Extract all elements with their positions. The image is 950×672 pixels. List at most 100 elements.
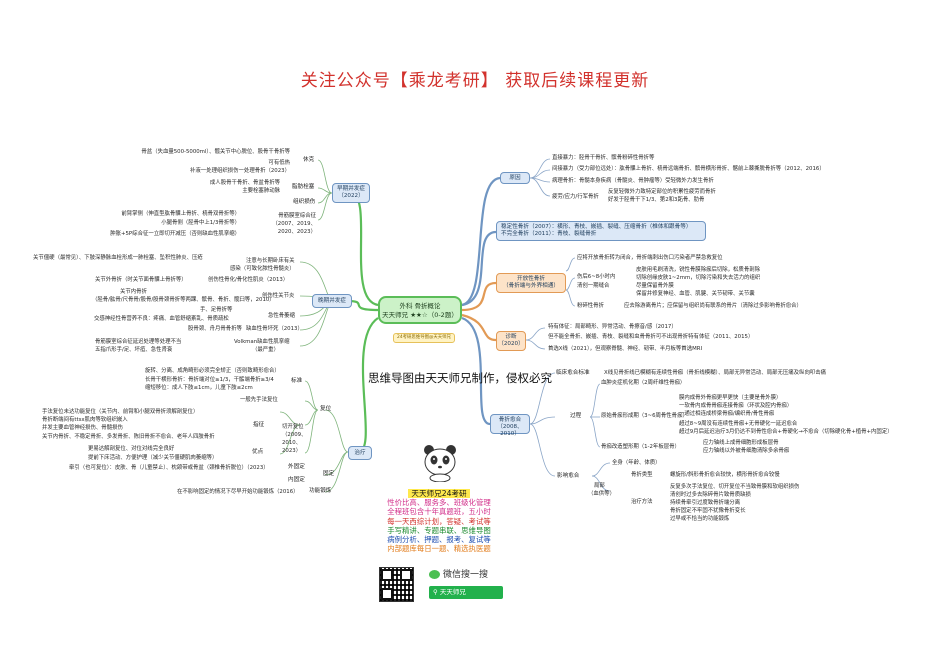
- early-compart-item: 肿胀+5P综合征一立即切开减压（否则缺血性肌挛缩）: [110, 231, 240, 237]
- diag-item: 特有体征：局部畸形、异常活动、骨擦音/感（2017）: [548, 324, 677, 330]
- early-shock-item: 可有低热: [268, 160, 290, 166]
- promo-head: 天天师兄24考研: [408, 489, 470, 499]
- promo-block: 天天师兄24考研 性价比高、服务多、班级化管理 全程班包含十年真题班，五小时 每…: [369, 489, 509, 553]
- promo-line: 全程班包含十年真题班，五小时: [387, 507, 491, 517]
- heal-standard-text: X线见骨折线已模糊有连续性骨痂（骨折线模糊）、局部无异常活动、局部无压痛及纵向叩…: [604, 370, 827, 376]
- late-item: Volkman缺血性肌挛缩: [234, 339, 290, 345]
- wechat-search-box[interactable]: ⚲ 天天师兄: [429, 586, 503, 599]
- stable-line: 不完全骨折（2011）：青枝、裂缝骨折: [501, 231, 597, 237]
- heal-whole: 全身（年龄、体质）: [612, 460, 661, 466]
- heal-method-item: 清创时过多去除碎骨片致骨质缺损: [670, 492, 751, 498]
- open-subitem: 皮肤用毛刷清洗，锐性骨膜除痂后切除，松质骨剖除: [636, 267, 760, 273]
- heal-phase: 骨痂改造塑形期（1-2年板层骨）: [601, 444, 680, 450]
- line-heal: [461, 316, 491, 426]
- open-subitem: 应去除游离骨片；应保留与组织尚有联系的骨片（清除过多影响骨折愈合）: [624, 303, 802, 309]
- early-fat-item: 成人股骨干骨折、骨盆骨折等: [209, 180, 280, 186]
- promo-line: 病例分析、押题、报考、复试等: [387, 535, 491, 545]
- open-sublabel: （骨折端与外界相通）: [503, 283, 559, 289]
- late-item: 关节外骨折（时关节面骨髁上骨折等）: [95, 277, 187, 283]
- early-compart-label: 骨筋膜室综合征: [278, 213, 316, 219]
- early-compart-item: 前臂掌侧（伸直型肱骨髁上骨折、桡骨双骨折等）: [121, 211, 240, 217]
- treat-indic-item: 手法复位未达功能复位（关节内、前臂和小腿双骨折须解剖复位）: [42, 409, 199, 415]
- open-item: 粉碎性骨折: [577, 303, 604, 309]
- early-shock-label: 休克: [303, 157, 315, 163]
- treat-adv-label: 优点: [252, 449, 264, 455]
- late-item: 交感神经性骨营养不良：疼痛、血管舒缩紊乱、骨质疏松: [94, 316, 229, 322]
- late-item: 创伤性关节炎: [262, 293, 295, 299]
- treat-fix-label: 固定: [323, 471, 335, 477]
- open-subitem: 切除创缘皮肤1~2mm，切除污染和失去活力的组织: [636, 275, 761, 281]
- line-diag: [461, 313, 497, 342]
- early-fat-label: 脂肪栓塞: [292, 184, 315, 190]
- promo-line: 每一天西综计划，答疑、考试等: [387, 516, 491, 526]
- open-item: 应将开放骨折转为闭合，骨折端刺出伤口污染者严禁急救复位: [577, 255, 723, 261]
- panda-mascot: [424, 445, 456, 482]
- early-tissue-label: 组织损伤: [293, 199, 316, 205]
- treat-functional: 一般先手法复位: [240, 397, 278, 403]
- heal-phase-item: 应力轴线以外被骨细胞清除多余骨痂: [703, 448, 790, 454]
- banner-title: 关注公众号【乘龙考研】 获取后续课程更新: [300, 71, 650, 91]
- open-item: 清创一期缝合: [577, 283, 610, 289]
- treat-open-years: 2023）: [282, 448, 302, 454]
- center-tag: 24考研思维导图@天天师兄: [393, 333, 455, 343]
- heal-method-item: 骨折固定不牢固不犹豫骨折变长: [670, 508, 746, 514]
- heal-label: 骨折愈合: [498, 417, 522, 423]
- line-cause: [461, 176, 501, 307]
- node-stable: 稳定性骨折（2007）：横形、青枝、嵌插、裂缝、压缩骨折（椎体和跟骨等） 不完全…: [496, 221, 706, 241]
- treat-adv-item: 更易达解剖复位、对位对线完全良好: [88, 446, 175, 452]
- cause-item: 间接暴力（受力部位远处）：肱骨髁上骨折、桡骨远端骨折、髌骨横形骨折、髂前上棘撕脱…: [552, 166, 825, 172]
- treat-adv-item: 提前下床活动、方便护理（减少关节僵硬肌肉萎缩等）: [88, 455, 218, 461]
- cause-subitem: 反复轻微外力致特定部位的积累性疲劳而骨折: [608, 189, 716, 195]
- treat-indic-item: 关节内骨折、不稳定骨折、多发骨折、陈旧骨折不愈合、老年人四肢骨折: [42, 434, 215, 440]
- late-item: 骨筋膜室综合征延迟处理等处理不当: [95, 339, 182, 345]
- early-label: 早期并发症: [337, 186, 365, 192]
- early-sublabel: （2022）: [338, 193, 364, 199]
- wechat-icon: [429, 570, 440, 579]
- line-stable: [461, 230, 497, 307]
- heal-sublabel: （2008、2010）: [497, 424, 523, 437]
- heal-phase-item: 一软骨内成骨骨痂连接骨痂（环状及腔内骨痂）: [679, 403, 793, 409]
- search-icon: ⚲: [433, 588, 440, 596]
- center-subtitle: 天天师兄 ★★☆（0-2题）: [382, 311, 458, 319]
- treat-traction: 牵引（也可复位）：皮肤、骨（儿童禁止）、枕颌带或骨盆（颈椎骨折脱位）（2023）: [69, 465, 269, 471]
- treat-func-label: 功能锻炼: [309, 488, 332, 494]
- early-shock-item: 补液一处理组织损伤一处理骨折（2023）: [190, 168, 290, 174]
- center-title: 外科 骨折概论: [399, 302, 441, 310]
- late-item: 关节内骨折: [120, 289, 147, 295]
- heal-factors-label: 影响愈合: [557, 473, 580, 479]
- treat-standard-label: 标准: [291, 378, 303, 384]
- stable-line: 稳定性骨折（2007）：横形、青枝、嵌插、裂缝、压缩骨折（椎体和跟骨等）: [501, 224, 692, 230]
- treat-ext-label: 外固定: [288, 464, 305, 470]
- heal-local: 局部: [594, 483, 605, 489]
- late-item: 缺血性骨坏死（2013）: [246, 326, 303, 332]
- cause-item: 直接暴力：胫骨干骨折、髌骨粉碎性骨折等: [552, 155, 655, 161]
- late-item: 股骨颈、舟月骨骨折等: [188, 326, 242, 332]
- promo-line: 内部题库每日一题、精选执医题: [387, 544, 491, 554]
- late-item: （胫骨/肱骨/尺骨骨/股骨/股骨颈骨折等两踝、髌骨、骨折、髋臼等，2010）: [92, 297, 275, 303]
- treat-int-label: 内固定: [288, 477, 305, 483]
- heal-local-sub: （血供等）: [588, 491, 615, 497]
- qr-code[interactable]: [379, 567, 414, 602]
- treat-reduce-item: 长骨干横形骨折：骨折端对位≥1/3，干骺端骨折≥3/4: [145, 377, 274, 383]
- heal-method-item: 反复多次手法复位、切开复位不当致骨膜和软组织损伤: [670, 484, 800, 490]
- open-subitem: 尽量保留骨外膜: [636, 283, 674, 289]
- late-item: 创伤性骨化/骨化性肌炎（2013）: [208, 277, 289, 283]
- center-node: 外科 骨折概论 天天师兄 ★★☆（0-2题）: [378, 296, 462, 324]
- open-subitem: 保留并修复神经、血管、肌腱、关节韧带、关节囊: [636, 291, 755, 297]
- diag-sublabel: （2020）: [498, 341, 524, 347]
- early-compart-item: 小腿骨侧（胫骨中上1/3骨折等）: [161, 220, 240, 226]
- treat-reduce-item: 缩短移位：成人下肢≤1cm，儿童下肢≤2cm: [145, 385, 253, 391]
- early-compart-years: 2020、2023）: [277, 229, 316, 235]
- heal-method-item: 持续骨牵引过度致骨折端分离: [670, 500, 741, 506]
- heal-type-text: 螺旋形/斜形骨折愈合较快，横形骨折愈合较慢: [670, 472, 780, 478]
- heal-type-label: 骨折类型: [631, 472, 653, 478]
- heal-phase: 血肿炎症机化期（2周纤维性骨痂）: [601, 380, 686, 386]
- line-early: [349, 191, 379, 307]
- line-open: [461, 281, 497, 312]
- heal-phase: 原始骨痂形成期（3~6周骨性骨痂）: [601, 413, 688, 419]
- late-item: 感染（可致化脓性骨髓炎）: [230, 266, 295, 272]
- heal-phase-item: 应力轴线上成骨细胞形成板层骨: [703, 440, 779, 446]
- heal-phase-item: 膜内成骨外骨痂更早更快（主要是骨外膜）: [679, 395, 782, 401]
- diag-item: 但不能全骨折、嵌插、青枝、裂缝和虫骨骨折可不出现骨折特有体征（2011、2015…: [548, 334, 754, 340]
